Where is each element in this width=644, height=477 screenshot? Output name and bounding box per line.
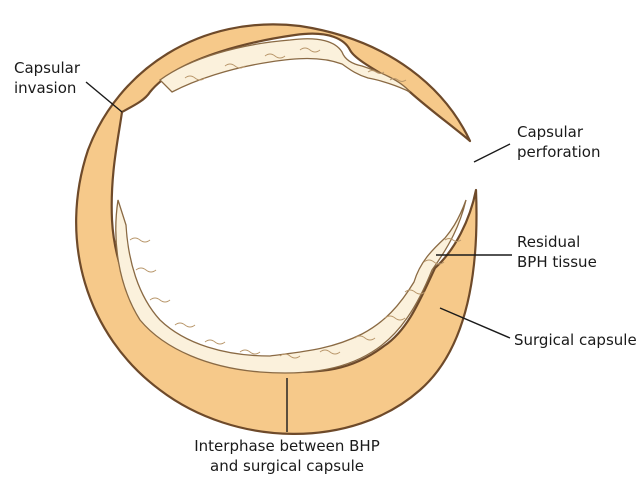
label-capsular-invasion: Capsular invasion (14, 58, 80, 98)
label-residual-bph-tissue: Residual BPH tissue (517, 232, 597, 272)
label-surgical-capsule: Surgical capsule (514, 330, 637, 350)
label-capsular-perforation: Capsular perforation (517, 122, 600, 162)
leader-capsular-invasion (86, 82, 122, 112)
label-interphase: Interphase between BHP and surgical caps… (187, 436, 387, 476)
leader-capsular-perforation (474, 144, 510, 162)
